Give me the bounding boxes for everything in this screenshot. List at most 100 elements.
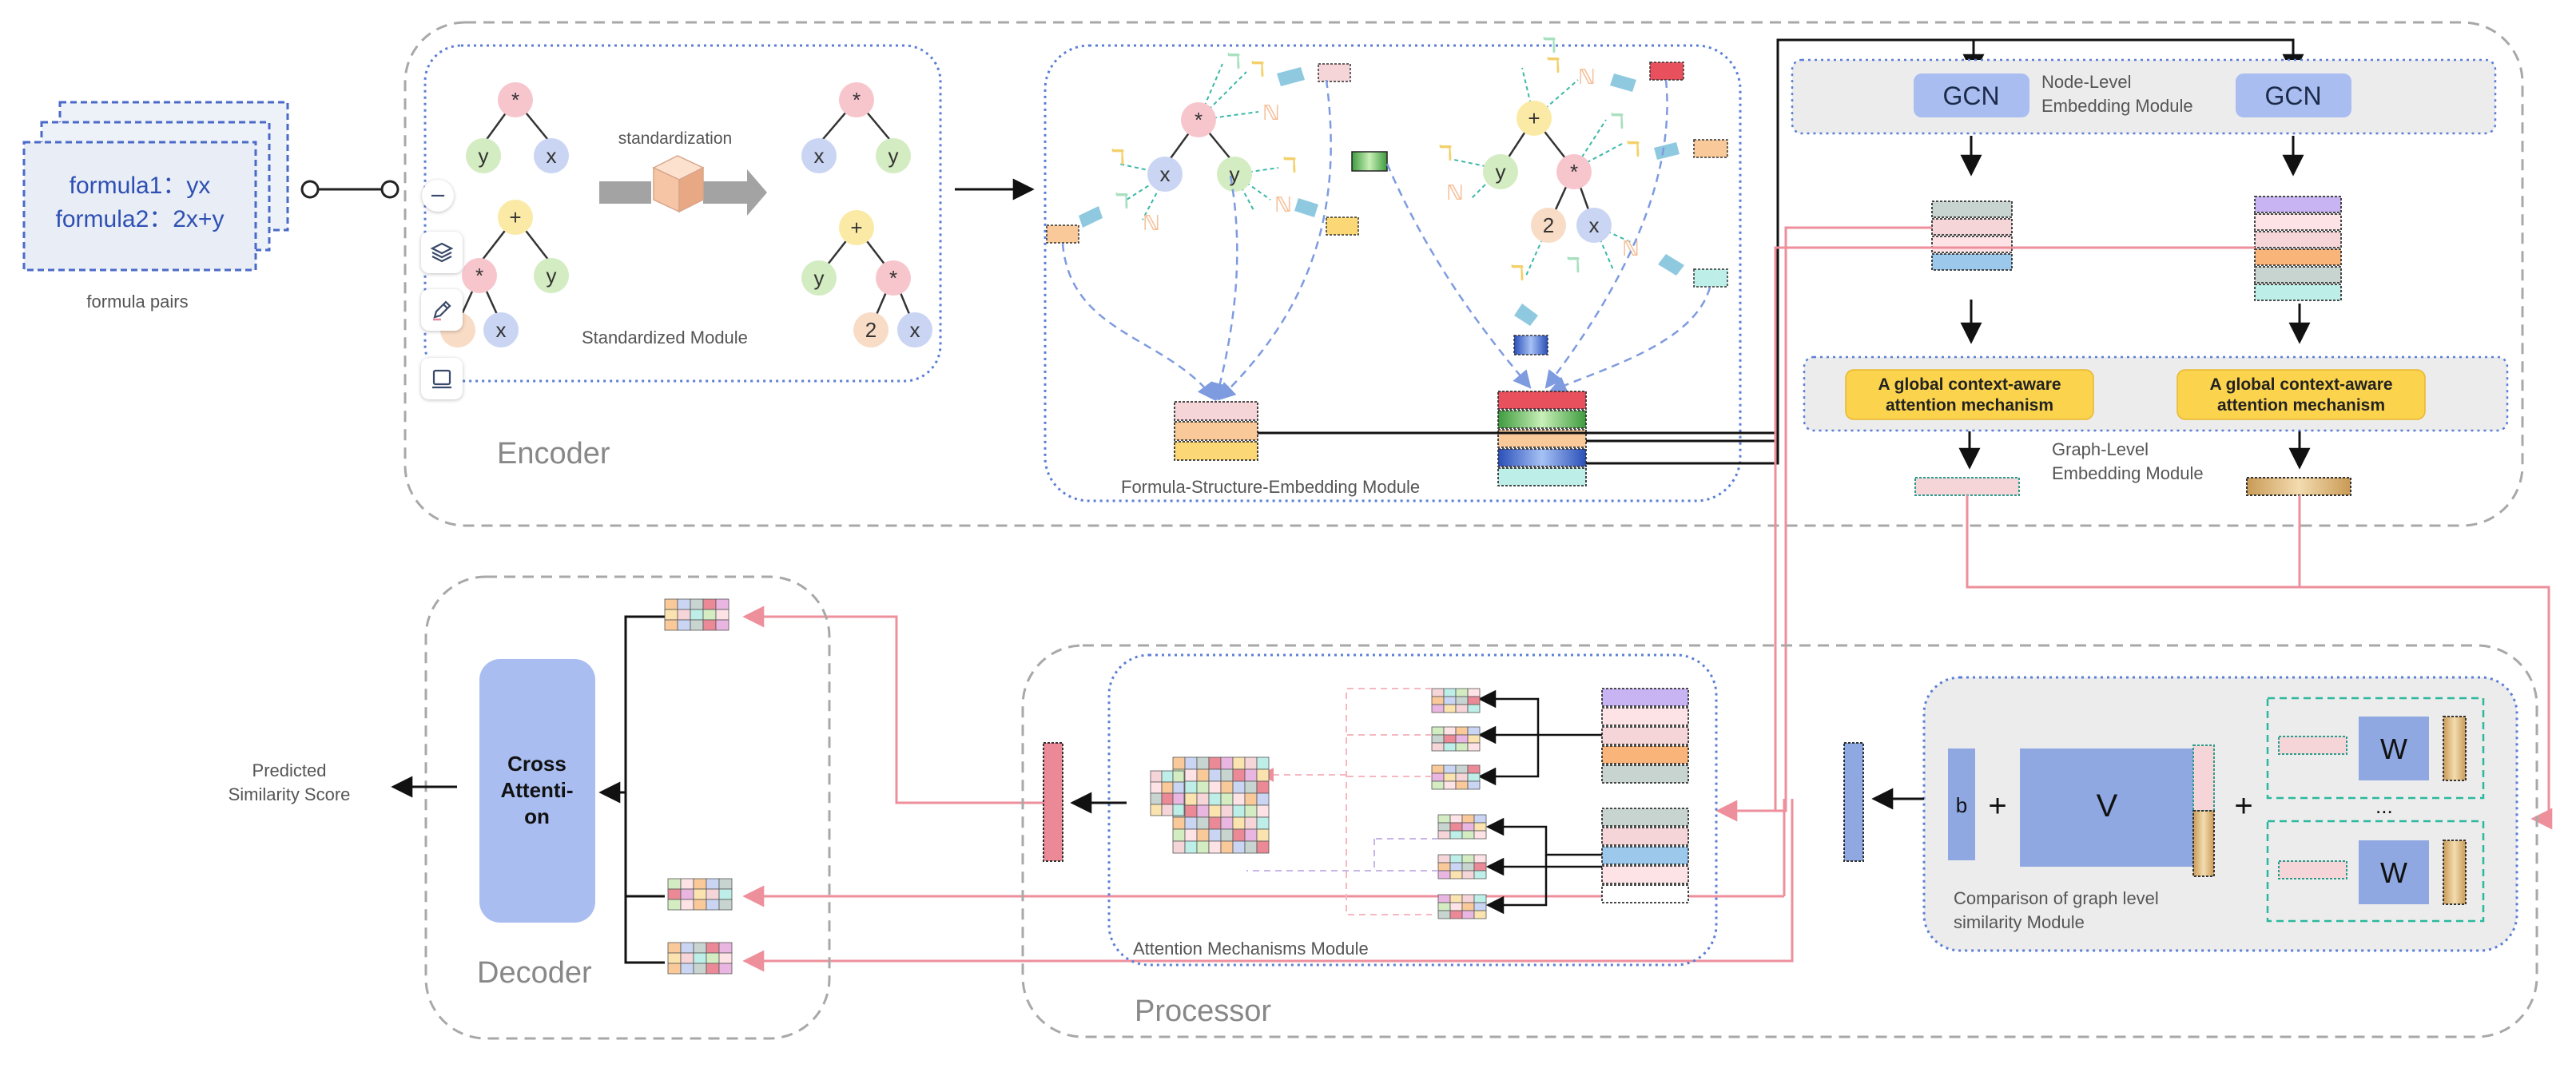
matrix-cell-group [1437, 894, 1487, 919]
layers-icon[interactable] [421, 232, 463, 273]
svg-text:Cross: Cross [507, 752, 566, 776]
formula1-text: formula1：yx [70, 173, 211, 199]
decoder-matrix-middle [667, 878, 733, 911]
attention-mechanisms-title: Attention Mechanisms Module [1133, 939, 1369, 959]
comparison-label-2: similarity Module [1954, 912, 2085, 932]
svg-text:Attenti-: Attenti- [501, 778, 574, 802]
frame-icon[interactable] [421, 358, 463, 399]
fse-embedding-stack-2 [1497, 391, 1587, 486]
encoder-region [403, 21, 2524, 527]
svg-text:*: * [889, 266, 897, 290]
svg-text:ℸ: ℸ [1115, 189, 1129, 213]
svg-text:ℸ: ℸ [1510, 261, 1525, 285]
tree-2xy-original: + * y x [440, 200, 569, 347]
comparison-label-1: Comparison of graph level [1954, 888, 2159, 908]
decoder-branch-arrows [598, 615, 665, 964]
standardization-arrow [599, 155, 767, 216]
svg-text:V: V [2097, 788, 2118, 824]
svg-text:W: W [2380, 733, 2407, 765]
formula2-text: formula2：2x+y [56, 206, 225, 232]
svg-text:ℸ: ℸ [1610, 109, 1624, 133]
attn-stack-top [1601, 688, 1689, 784]
svg-text:y: y [814, 266, 825, 290]
formula-pairs-stack: formula1：yx formula2：2x+y [22, 101, 289, 272]
pen-icon[interactable] [421, 289, 463, 331]
svg-text:ℕ: ℕ [1274, 193, 1292, 217]
decoder-matrix-bottom [667, 942, 733, 975]
decoder-region [424, 575, 831, 1040]
attention-box-right [2176, 369, 2426, 420]
graph-embedding-right [2246, 477, 2351, 496]
cross-attention-block [479, 659, 595, 923]
svg-text:x: x [814, 144, 825, 168]
ellipsis: ... [2375, 794, 2393, 818]
node-embeddings-right [2254, 196, 2342, 301]
w-matrix-1 [2359, 717, 2429, 780]
w-matrix-2 [2359, 840, 2429, 904]
node-embeddings-left [1931, 200, 2013, 271]
svg-text:*: * [1195, 108, 1203, 132]
svg-text:+: + [850, 216, 862, 240]
standardized-module [423, 44, 942, 383]
svg-text:x: x [1160, 162, 1171, 186]
svg-text:on: on [524, 804, 550, 828]
bilinear-term-1 [2266, 697, 2485, 800]
svg-text:ℸ: ℸ [1250, 58, 1265, 81]
svg-text:ℕ: ℕ [1446, 181, 1464, 205]
input-connector [300, 180, 400, 199]
node-level-label-1: Node-Level [2041, 72, 2132, 92]
matrix-cell-group [1431, 764, 1481, 790]
output-label-1: Predicted [252, 760, 327, 780]
heatmap-cells [1172, 756, 1270, 854]
decoder-title: Decoder [477, 956, 592, 990]
attn-dashed-lines [1246, 688, 1438, 915]
minus-icon[interactable]: − [422, 180, 454, 212]
attention-box-left [1845, 369, 2094, 420]
matrix-cell-group [1431, 726, 1481, 752]
concat-vector [2192, 744, 2215, 812]
tree-2xy-standardized: + y * 2 x [801, 210, 932, 347]
svg-text:x: x [910, 318, 920, 342]
heatmap-cells [1150, 770, 1185, 816]
svg-text:x: x [496, 318, 507, 342]
svg-text:*: * [853, 88, 861, 112]
fse-center-vector [1351, 151, 1388, 172]
fse-aggregation-curves [1061, 79, 1711, 402]
svg-text:ℸ: ℸ [1566, 253, 1580, 277]
fse-module-title: Formula-Structure-Embedding Module [1121, 477, 1420, 497]
svg-text:y: y [888, 144, 899, 168]
plus-sign-2: + [2234, 788, 2252, 824]
decoder-matrix-top [664, 598, 729, 631]
svg-text:ℕ: ℕ [1262, 101, 1280, 125]
svg-text:ℕ: ℕ [1578, 66, 1596, 89]
svg-text:A global context-aware: A global context-aware [1878, 375, 2061, 394]
svg-text:ℸ: ℸ [1542, 34, 1556, 58]
svg-text:attention mechanism: attention mechanism [1886, 396, 2053, 415]
svg-text:A global context-aware: A global context-aware [2209, 375, 2392, 394]
svg-text:ℕ: ℕ [1143, 212, 1160, 236]
similarity-vector [1843, 742, 1864, 862]
tree-yx-original: * y x [466, 82, 569, 173]
standardized-module-title: Standardized Module [582, 328, 748, 347]
svg-text:ℸ: ℸ [1438, 141, 1453, 165]
processor-region [1021, 644, 2538, 1038]
svg-text:ℸ: ℸ [1226, 50, 1241, 73]
svg-text:y: y [1496, 160, 1506, 184]
svg-text:x: x [1589, 213, 1600, 237]
svg-text:W: W [2380, 856, 2407, 889]
decoder-matrices [664, 598, 733, 975]
output-label-2: Similarity Score [229, 784, 351, 804]
graph-embedding-left [1914, 477, 2020, 496]
tree-yx-standardized: * x y [801, 82, 911, 173]
attn-stack-bottom [1601, 808, 1689, 903]
processor-title: Processor [1135, 995, 1271, 1028]
attention-mechanisms-module [1107, 653, 1718, 967]
svg-text:+: + [1528, 106, 1540, 130]
processor-output-vector [1043, 742, 1063, 862]
attention-heatmap [1150, 756, 1270, 854]
matrix-cell-group [1431, 688, 1481, 713]
svg-text:*: * [511, 88, 519, 112]
graph-level-label-1: Graph-Level [2052, 439, 2149, 459]
